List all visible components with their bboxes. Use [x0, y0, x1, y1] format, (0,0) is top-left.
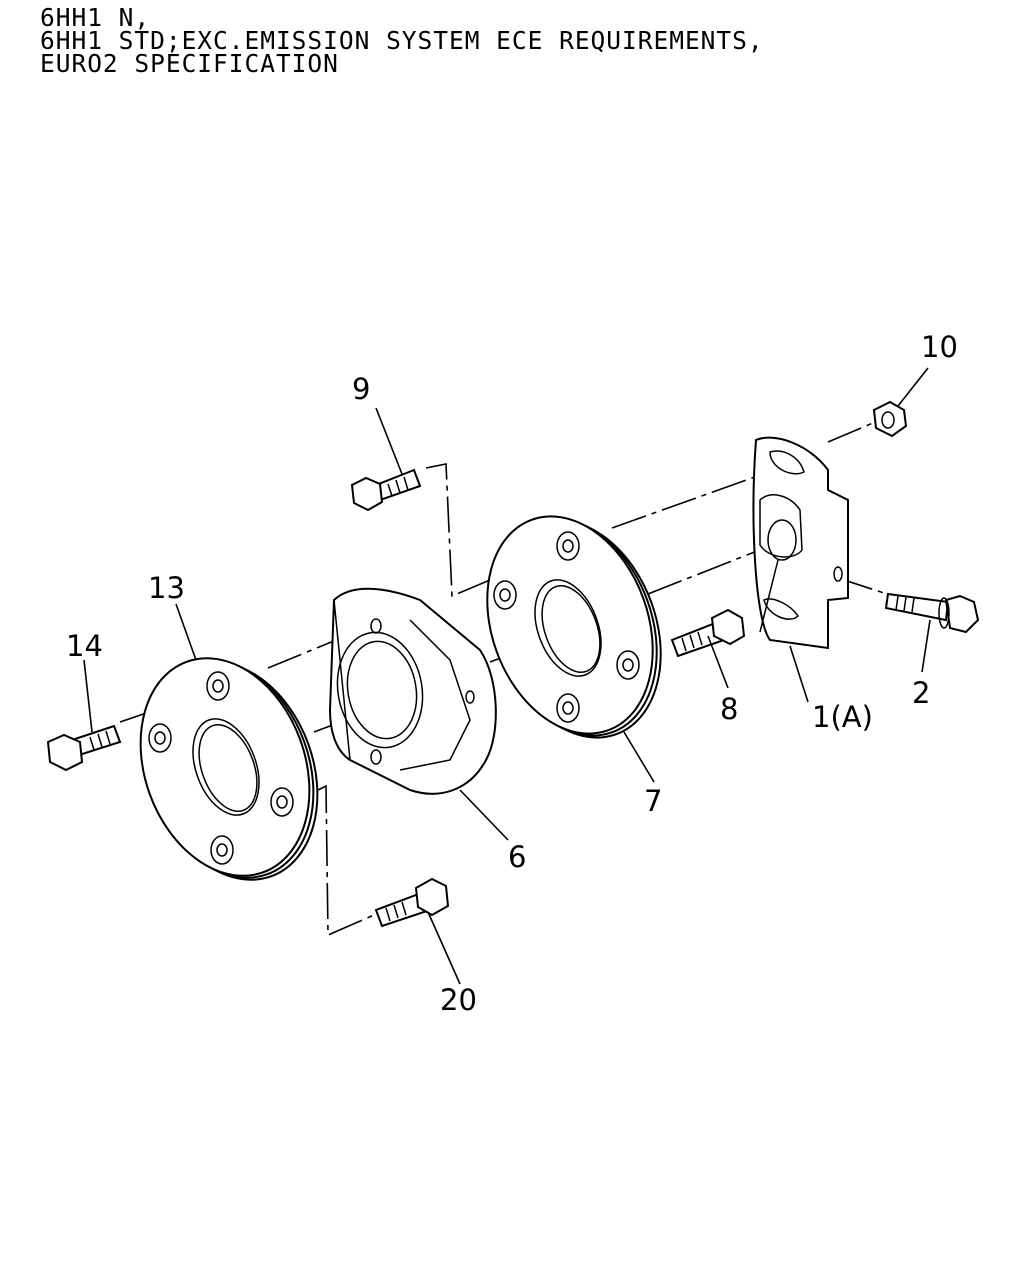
part-10-nut[interactable]	[872, 400, 908, 438]
part-1-bracket[interactable]	[752, 436, 849, 650]
callout-9: 9	[352, 372, 370, 406]
part-2-bolt[interactable]	[884, 592, 980, 634]
callout-2: 2	[912, 676, 930, 710]
callout-20: 20	[440, 983, 477, 1017]
part-8-bolt[interactable]	[670, 608, 746, 658]
part-14-bolt[interactable]	[46, 724, 122, 772]
callout-14: 14	[66, 629, 103, 663]
header-line-3: EURO2 SPECIFICATION	[40, 49, 339, 78]
part-6-flange[interactable]	[328, 587, 497, 795]
part-20-bolt[interactable]	[374, 877, 450, 928]
header-line-1: 6HH1 N,	[40, 3, 151, 32]
callout-7: 7	[644, 784, 662, 818]
part-13-plate[interactable]	[112, 634, 347, 903]
callout-10: 10	[921, 330, 958, 364]
part-7-plate[interactable]	[458, 493, 689, 761]
callout-6: 6	[508, 840, 526, 874]
callout-labels: 9 10 13 14 8 1(A) 2 7 6 20	[66, 330, 958, 1017]
callout-8: 8	[720, 692, 738, 726]
header-line-2: 6HH1 STD;EXC.EMISSION SYSTEM ECE REQUIRE…	[40, 26, 764, 55]
callout-1: 1(A)	[812, 700, 873, 734]
part-9-bolt[interactable]	[350, 468, 422, 512]
leader-lines	[83, 367, 931, 985]
callout-13: 13	[148, 571, 185, 605]
diagram-header: 6HH1 N, 6HH1 STD;EXC.EMISSION SYSTEM ECE…	[40, 3, 764, 78]
